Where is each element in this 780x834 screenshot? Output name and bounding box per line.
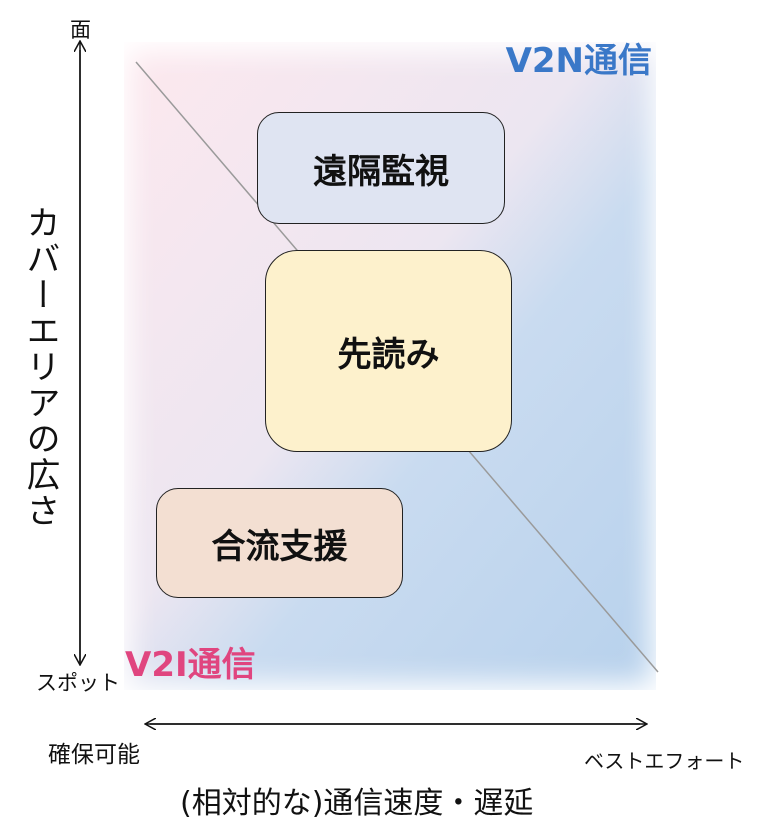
x-axis-right-label: ベストエフォート bbox=[584, 749, 745, 773]
remote-monitoring-box: 遠隔監視 bbox=[257, 112, 505, 224]
v2i-region-label: V2I通信 bbox=[125, 645, 256, 685]
x-axis-title: (相対的な)通信速度・遅延 bbox=[180, 786, 534, 821]
merge-support-box: 合流支援 bbox=[156, 488, 403, 598]
y-axis-top-label: 面 bbox=[70, 18, 91, 42]
y-axis-bottom-label: スポット bbox=[36, 671, 120, 695]
look-ahead-box: 先読み bbox=[265, 250, 512, 452]
v2n-region-label: V2N通信 bbox=[505, 41, 652, 81]
x-axis-left-label: 確保可能 bbox=[48, 742, 140, 768]
y-axis-title: カバーエリアの広さ bbox=[20, 205, 60, 529]
